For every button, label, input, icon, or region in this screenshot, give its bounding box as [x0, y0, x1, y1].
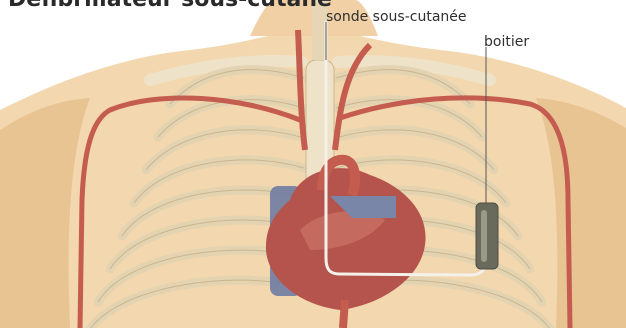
descending-aorta [343, 300, 345, 328]
diagram-title: Défibrillateur sous-cutané [8, 0, 332, 12]
device-label: boitier [484, 34, 529, 50]
device-highlight [481, 210, 487, 262]
lead-label: sonde sous-cutanée [326, 9, 467, 25]
